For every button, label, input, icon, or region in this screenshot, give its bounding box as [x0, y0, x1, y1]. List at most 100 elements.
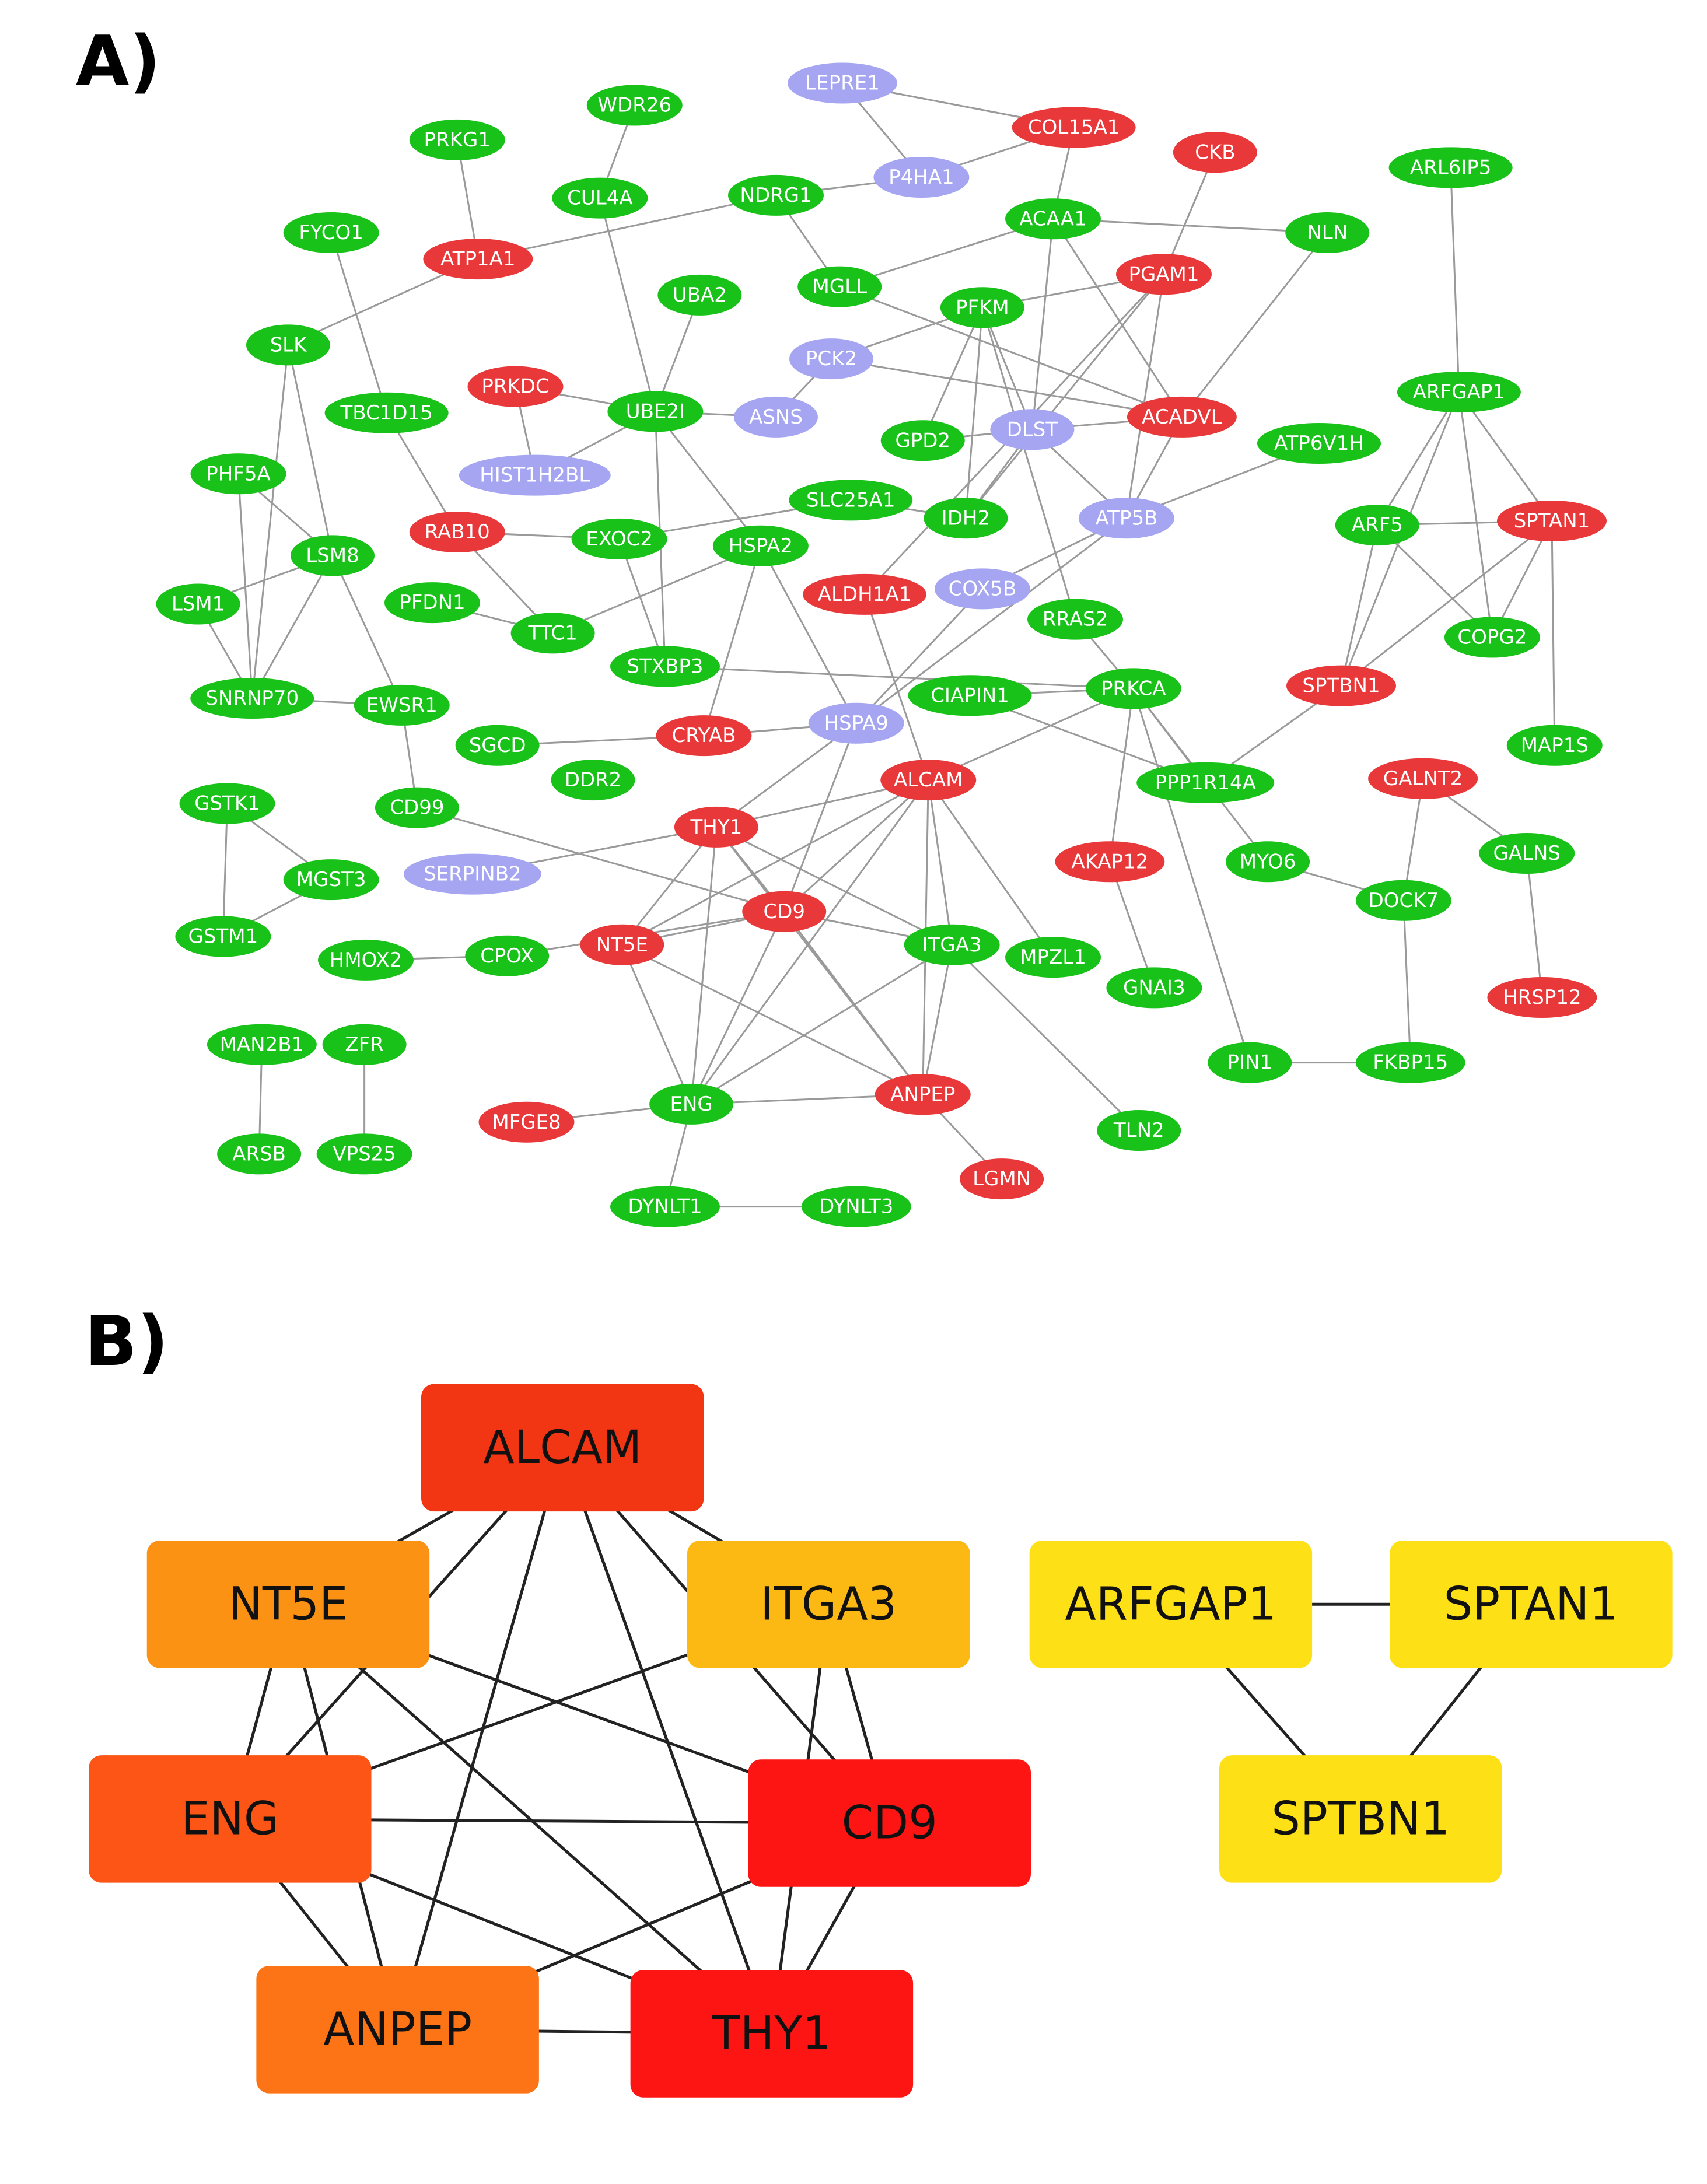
node-label: DDR2 — [565, 768, 622, 792]
edge-prkca-alcam — [928, 688, 1134, 781]
edge-lsm8-snrnp70 — [251, 555, 334, 699]
node-exoc2: EXOC2 — [571, 518, 667, 559]
hub-node-label: SPTBN1 — [1271, 1793, 1450, 1845]
node-uba2: UBA2 — [657, 274, 742, 316]
node-ppp1r14a: PPP1R14A — [1136, 762, 1275, 803]
edge-dock7-fkbp15 — [1402, 900, 1412, 1063]
edge-nt5e-anpep — [621, 944, 924, 1096]
edge-sptan1-sptbn1 — [1341, 520, 1552, 687]
node-ndrg1: NDRG1 — [728, 174, 824, 216]
node-label: LSM1 — [172, 593, 225, 616]
edge-arl6ip5-arfgap1 — [1450, 167, 1460, 393]
node-phf5a: PHF5A — [190, 453, 286, 495]
node-map1s: MAP1S — [1506, 724, 1603, 766]
node-label: ANPEP — [890, 1083, 955, 1106]
node-sgcd: SGCD — [455, 724, 540, 766]
edge-acaa1-acadvl — [1052, 218, 1183, 418]
node-label: ITGA3 — [922, 933, 982, 957]
edge-hspa9-cd9 — [783, 723, 858, 912]
node-gpd2: GPD2 — [880, 420, 965, 461]
edge-acaa1-dlst — [1031, 219, 1054, 430]
node-eng: ENG — [649, 1083, 734, 1125]
node-label: DLST — [1007, 418, 1058, 441]
node-mgst3: MGST3 — [283, 859, 379, 901]
edge-gstk1-gstm1 — [222, 803, 228, 937]
node-label: ALDH1A1 — [818, 583, 911, 606]
node-label: UBA2 — [673, 284, 727, 307]
node-hspa2: HSPA2 — [712, 525, 809, 566]
node-label: PCK2 — [806, 347, 857, 370]
hub-node-label: ALCAM — [483, 1422, 642, 1474]
edge-nln-acadvl — [1181, 232, 1328, 418]
edge-alcam-mpzl1 — [928, 779, 1054, 958]
node-label: PGAM1 — [1128, 262, 1199, 286]
edge-lsm8-ewsr1 — [331, 555, 403, 706]
node-pfkm: PFKM — [940, 287, 1024, 328]
node-label: SLC25A1 — [806, 488, 895, 512]
hub-node-label: CD9 — [842, 1797, 938, 1850]
node-label: ACAA1 — [1019, 207, 1087, 230]
edge-ube2i-hspa2 — [655, 411, 762, 547]
node-ckb: CKB — [1173, 132, 1257, 173]
node-label: CD9 — [763, 900, 805, 923]
edge-alcam-eng — [690, 779, 929, 1105]
edge-ndrg1-atp1a1 — [478, 194, 776, 260]
edge-arfgap1-copg2 — [1458, 391, 1493, 638]
node-prkdc: PRKDC — [467, 366, 564, 407]
node-gstm1: GSTM1 — [175, 916, 271, 957]
node-label: COL15A1 — [1028, 116, 1120, 139]
node-label: SPTBN1 — [1302, 674, 1380, 698]
node-label: GSTK1 — [194, 792, 260, 816]
hub-node-label: ARFGAP1 — [1065, 1578, 1276, 1630]
node-cd9: CD9 — [742, 891, 827, 932]
node-label: GALNS — [1493, 842, 1561, 865]
node-hrsp12: HRSP12 — [1487, 977, 1597, 1018]
node-fyco1: FYCO1 — [283, 212, 379, 253]
node-ube2i: UBE2I — [607, 391, 704, 432]
node-label: HIST1H2BL — [480, 464, 590, 487]
node-label: CUL4A — [567, 187, 632, 210]
node-label: MAN2B1 — [220, 1033, 305, 1056]
node-zfr: ZFR — [322, 1024, 407, 1065]
node-label: CD99 — [390, 796, 444, 820]
edge-aldh1a1-alcam — [863, 594, 929, 780]
edge-cul4a-ube2i — [599, 198, 656, 412]
edge-alcam-itga3 — [927, 779, 953, 945]
node-label: CPOX — [480, 944, 534, 968]
node-label: SLK — [270, 333, 308, 356]
node-label: MGLL — [812, 275, 867, 299]
hub-edge-alcam-anpep — [396, 1447, 564, 2031]
node-label: ASNS — [749, 405, 803, 429]
hub-node-label: NT5E — [229, 1578, 348, 1630]
edge-fyco1-tbc1d15 — [330, 232, 388, 414]
node-cryab: CRYAB — [656, 715, 752, 757]
node-label: CIAPIN1 — [931, 684, 1009, 707]
node-label: ATP5B — [1095, 506, 1157, 530]
edge-thy1-nt5e — [621, 826, 718, 946]
node-label: ATP6V1H — [1274, 432, 1364, 455]
node-pck2: PCK2 — [789, 338, 873, 380]
node-hmox2: HMOX2 — [318, 939, 414, 981]
edge-alcam-nt5e — [621, 779, 929, 946]
node-label: GSTM1 — [188, 925, 258, 949]
node-label: AKAP12 — [1071, 850, 1148, 873]
node-label: CRYAB — [672, 724, 736, 747]
edge-pfkm-gpd2 — [922, 307, 984, 441]
node-label: FKBP15 — [1373, 1051, 1448, 1074]
node-label: LGMN — [973, 1167, 1031, 1191]
node-label: ARFGAP1 — [1413, 380, 1505, 404]
node-label: PFKM — [956, 296, 1009, 319]
edge-pgam1-atp5b — [1125, 274, 1165, 519]
node-lsm1: LSM1 — [156, 583, 240, 625]
edge-arfgap1-arf5 — [1376, 391, 1460, 526]
node-dock7: DOCK7 — [1355, 880, 1451, 921]
node-sptbn1: SPTBN1 — [1286, 665, 1396, 706]
node-label: SERPINB2 — [424, 863, 522, 886]
edge-hspa2-hspa9 — [760, 545, 858, 724]
node-arl6ip5: ARL6IP5 — [1388, 147, 1513, 188]
edge-prkca-akap12 — [1108, 688, 1135, 862]
node-atp6v1h: ATP6V1H — [1257, 423, 1381, 464]
node-p4ha1: P4HA1 — [873, 157, 970, 198]
node-label: TTC1 — [527, 621, 577, 645]
hub-node-label: THY1 — [712, 2008, 831, 2060]
